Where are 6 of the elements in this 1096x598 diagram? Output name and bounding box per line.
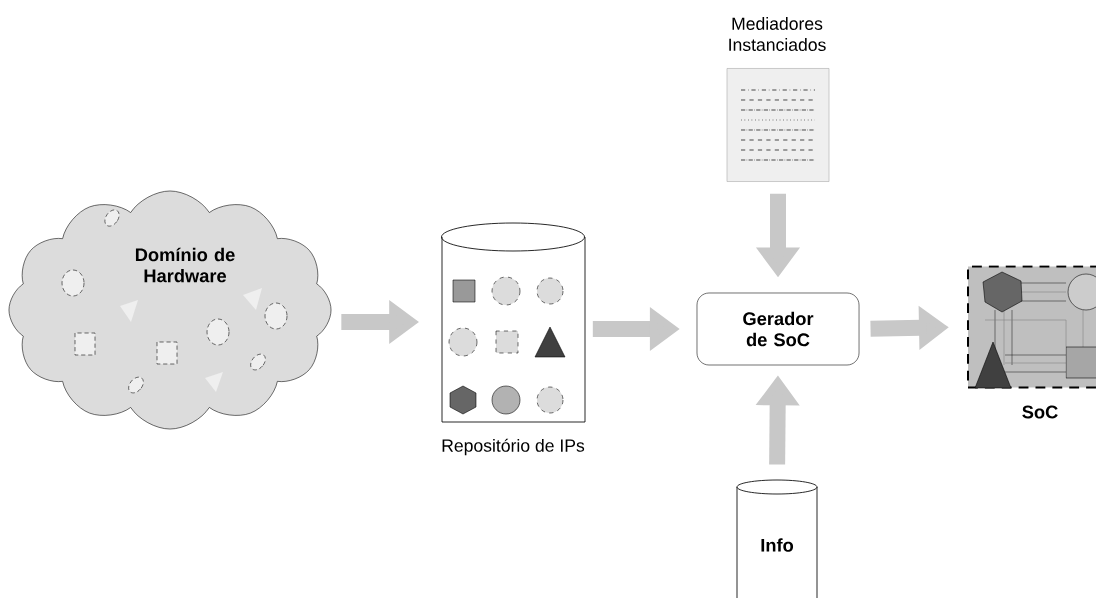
node-label: Repositório de IPs (442, 438, 585, 456)
process-box: Gerador de SoC (696, 292, 860, 366)
cloud-label: Domínio de Hardware (135, 247, 235, 283)
database-cylinder: Info (736, 479, 818, 598)
node-label: Mediadores Instanciados (729, 17, 826, 51)
node-label: SoC (1022, 405, 1058, 419)
